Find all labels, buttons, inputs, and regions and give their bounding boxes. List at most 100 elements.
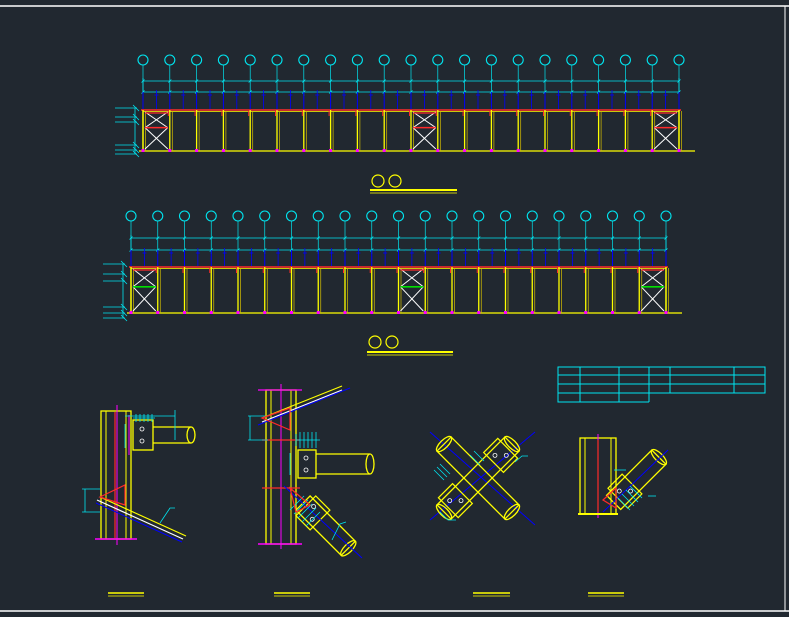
column-base-mark (397, 311, 400, 314)
dimension-tick (462, 79, 467, 83)
column-base-mark (597, 149, 601, 152)
column-base-mark (570, 149, 574, 152)
dimension-tick (355, 79, 360, 83)
detail-column-beam-connection-1 (82, 405, 196, 545)
dimension-tick (248, 79, 252, 83)
elevation-top-title (370, 174, 457, 194)
level-tick (120, 303, 128, 311)
column-base-mark (423, 311, 427, 314)
column-base-mark (329, 149, 333, 152)
level-tick (120, 314, 128, 322)
dimension-tick (570, 79, 574, 83)
level-tick (132, 104, 140, 112)
cross-brace (400, 286, 424, 312)
column-base-mark (316, 311, 320, 314)
dimension-tick (168, 79, 172, 83)
column-base-mark (195, 149, 199, 152)
column-base-mark (343, 311, 347, 314)
column-base-mark (584, 311, 588, 314)
elevation-bottom (103, 210, 682, 322)
dimension-tick (236, 236, 240, 240)
dimension-tick (650, 79, 654, 83)
dimension-tick (503, 236, 508, 240)
column-base-mark (141, 149, 145, 152)
dimension-tick (610, 236, 615, 240)
column-base-mark (263, 311, 267, 314)
dimension-tick (543, 79, 547, 83)
column-base-mark (248, 149, 252, 152)
dimension-tick (275, 79, 279, 83)
column-base-mark (664, 311, 668, 314)
column-base-mark (236, 311, 240, 314)
column-base-mark (650, 149, 654, 152)
level-tick (132, 113, 140, 121)
level-tick (132, 146, 140, 154)
cross-brace (653, 127, 678, 150)
dimension-tick (623, 79, 628, 83)
dimension-tick (489, 79, 494, 83)
column-base-mark (290, 311, 293, 314)
column-base-mark (275, 149, 279, 152)
dimension-tick (369, 236, 374, 240)
level-tick (132, 150, 140, 158)
dimension-tick (396, 236, 401, 240)
detail-brace-cross-connection (429, 431, 536, 526)
cross-brace (412, 127, 437, 150)
column-base-mark (477, 311, 481, 314)
dimension-tick (436, 79, 440, 83)
column-base-mark (409, 149, 413, 152)
cross-brace (144, 127, 169, 150)
column-base-mark (221, 149, 225, 152)
cross-brace (400, 268, 424, 288)
level-tick (120, 277, 128, 285)
column-base-mark (209, 311, 213, 314)
column-base-mark (183, 311, 186, 314)
column-base-mark (677, 149, 681, 152)
elevation-bottom-title (367, 335, 453, 356)
elevation-top (115, 54, 695, 158)
cross-brace (412, 111, 437, 129)
column-base-mark (504, 311, 507, 314)
column-base-mark (516, 149, 520, 152)
cross-brace (132, 286, 157, 312)
cross-brace (132, 268, 157, 288)
dimension-tick (423, 236, 428, 240)
dimension-tick (155, 236, 160, 240)
level-tick (120, 270, 128, 278)
column-base-mark (463, 149, 467, 152)
column-base-mark (637, 311, 641, 314)
column-base-mark (168, 149, 172, 152)
cross-brace (144, 111, 169, 129)
column-base-mark (623, 149, 627, 152)
cross-brace (653, 111, 678, 129)
dimension-tick (343, 236, 347, 240)
dimension-tick (328, 79, 333, 83)
dimension-tick (209, 236, 214, 240)
sheet-border (0, 5, 789, 612)
dimension-tick (476, 236, 481, 240)
dimension-tick (557, 236, 561, 240)
column-base-mark (436, 149, 440, 152)
dimension-tick (409, 79, 413, 83)
dimension-tick (194, 79, 199, 83)
column-base-mark (129, 311, 133, 314)
column-base-mark (382, 149, 386, 152)
dimension-tick (516, 79, 520, 83)
level-tick (120, 260, 128, 268)
cross-brace (640, 268, 665, 288)
dimension-tick (450, 236, 454, 240)
dimension-tick (316, 236, 321, 240)
title-table (557, 366, 766, 403)
dimension-tick (637, 236, 642, 240)
column-base-mark (530, 311, 534, 314)
column-base-mark (489, 149, 493, 152)
dimension-tick (583, 236, 588, 240)
detail-column-beam-connection-2 (248, 384, 375, 559)
level-tick (132, 141, 140, 149)
column-base-mark (450, 311, 454, 314)
dimension-tick (596, 79, 601, 83)
dimension-tick (221, 79, 226, 83)
column-base-mark (611, 311, 614, 314)
dimension-tick (302, 79, 306, 83)
